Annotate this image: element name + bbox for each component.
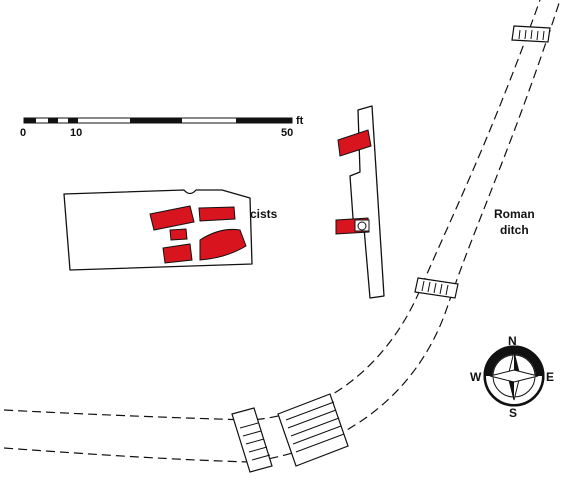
compass-rose-icon: N S E W xyxy=(470,334,554,420)
ditch-section-north xyxy=(511,25,551,43)
cist xyxy=(169,228,188,241)
scale-unit: ft xyxy=(296,115,304,127)
scale-tick-50: 50 xyxy=(281,127,293,139)
cist xyxy=(199,229,247,261)
ditch-section-middle xyxy=(414,277,459,299)
excavation-area-west xyxy=(63,189,253,271)
compass-east: E xyxy=(546,370,554,384)
ditch-section-south xyxy=(277,393,349,467)
ditch-section-south-west xyxy=(231,407,273,473)
scale-tick-10: 10 xyxy=(70,127,82,139)
compass-north: N xyxy=(508,334,517,348)
compass-west: W xyxy=(470,370,482,384)
cist xyxy=(337,129,372,157)
roman-ditch xyxy=(3,0,561,463)
compass-south: S xyxy=(509,406,517,420)
ditch-inner-line xyxy=(3,0,561,463)
cist xyxy=(149,205,195,231)
cist xyxy=(198,206,236,222)
excavation-trench-central xyxy=(335,105,385,299)
scale-bar: 0 10 50 ft xyxy=(20,115,304,139)
cist xyxy=(162,243,193,264)
roman-ditch-label-line2: ditch xyxy=(500,223,529,237)
scale-tick-0: 0 xyxy=(20,127,26,139)
roman-ditch-label-line1: Roman xyxy=(494,207,535,221)
cists-label: cists xyxy=(250,207,278,221)
